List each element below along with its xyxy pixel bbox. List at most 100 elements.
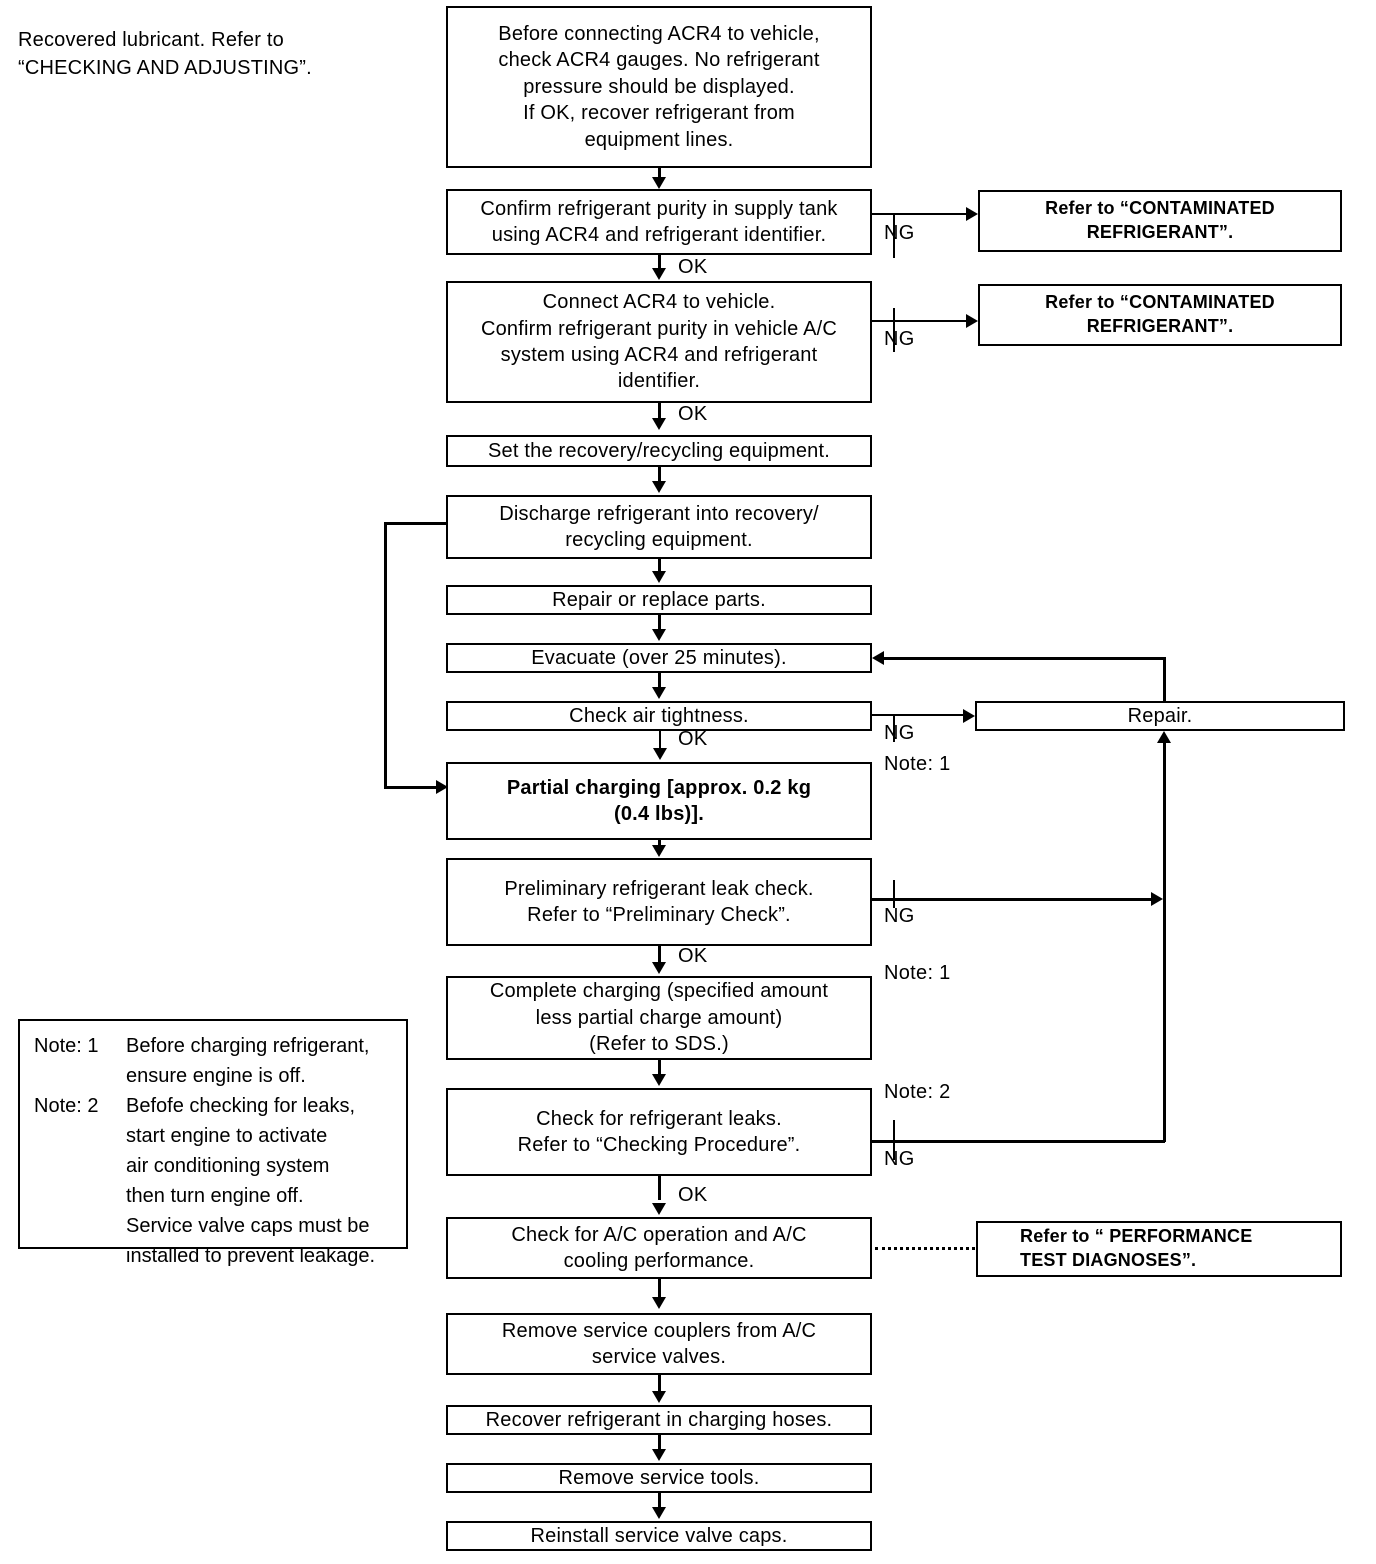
step-confirm-supply-tank-purity-label: Confirm refrigerant purity in supply tan… (480, 197, 838, 246)
flow-connector (658, 403, 661, 421)
flow-connector (658, 1060, 661, 1078)
flow-arrow-down (652, 962, 666, 974)
step-confirm-supply-tank-purity: Confirm refrigerant purity in supply tan… (446, 189, 872, 255)
flow-connector (658, 840, 661, 848)
step-check-ac-operation-label: Check for A/C operation and A/C cooling … (511, 1223, 807, 1272)
flow-connector (659, 731, 661, 751)
step-reinstall-valve-caps: Reinstall service valve caps. (446, 1521, 872, 1551)
flow-connector (658, 1375, 661, 1391)
flow-arrow-down (653, 748, 667, 760)
step-check-air-tightness-label: Check air tightness. (569, 704, 749, 727)
flow-arrow-down (652, 845, 666, 857)
flow-arrow-up (1157, 731, 1171, 743)
flow-arrow-down (652, 177, 666, 189)
edge-label-ok-3: OK (678, 728, 708, 750)
flow-arrow-right (963, 709, 975, 723)
flow-connector (658, 255, 661, 271)
recovered-lubricant-note: Recovered lubricant. Refer to “CHECKING … (18, 29, 312, 79)
flow-arrow-down (652, 481, 666, 493)
branch-connector (872, 1140, 1165, 1143)
step-check-air-tightness: Check air tightness. (446, 701, 872, 731)
side-box-contaminated-refrigerant-2-label: Refer to “CONTAMINATED REFRIGERANT”. (1045, 292, 1275, 336)
note-tag: Note: 1 (34, 1035, 99, 1057)
flow-arrow-down (652, 1297, 666, 1309)
flow-arrow-right (966, 207, 978, 221)
step-repair-or-replace-parts: Repair or replace parts. (446, 585, 872, 615)
step-check-refrigerant-leaks: Check for refrigerant leaks. Refer to “C… (446, 1088, 872, 1176)
note-row: Note: 2 Befofe checking for leaks, start… (34, 1091, 394, 1271)
edge-label-ng-1: NG (884, 222, 915, 244)
edge-label-ok-4: OK (678, 945, 708, 967)
step-check-gauges: Before connecting ACR4 to vehicle, check… (446, 6, 872, 168)
flow-arrow-down (652, 1074, 666, 1086)
branch-connector (893, 880, 895, 908)
side-box-performance-test-diagnoses-label: Refer to “ PERFORMANCE TEST DIAGNOSES”. (1020, 1226, 1253, 1270)
step-evacuate-label: Evacuate (over 25 minutes). (531, 646, 787, 669)
note-tag: Note: 2 (34, 1095, 99, 1117)
flow-arrow-right (966, 314, 978, 328)
step-recover-refrigerant-hoses: Recover refrigerant in charging hoses. (446, 1405, 872, 1435)
flow-arrow-left (872, 651, 884, 665)
step-remove-service-tools: Remove service tools. (446, 1463, 872, 1493)
edge-label-note-ref-1: Note: 1 (884, 753, 951, 775)
note-body: Before charging refrigerant, ensure engi… (126, 1035, 370, 1087)
flow-connector (658, 1435, 661, 1449)
flow-arrow-right (1151, 892, 1163, 906)
step-reinstall-valve-caps-label: Reinstall service valve caps. (530, 1524, 788, 1547)
flow-arrow-down (652, 418, 666, 430)
side-box-performance-test-diagnoses: Refer to “ PERFORMANCE TEST DIAGNOSES”. (976, 1221, 1342, 1277)
step-evacuate: Evacuate (over 25 minutes). (446, 643, 872, 673)
loop-connector (384, 786, 440, 789)
flow-connector (658, 615, 661, 631)
flow-arrow-down (652, 629, 666, 641)
step-preliminary-leak-check: Preliminary refrigerant leak check. Refe… (446, 858, 872, 946)
step-recover-refrigerant-hoses-label: Recover refrigerant in charging hoses. (485, 1408, 833, 1431)
dotted-connector-performance-test (875, 1247, 975, 1250)
flow-connector (658, 1176, 661, 1200)
note-row: Note: 1 Before charging refrigerant, ens… (34, 1031, 394, 1091)
return-connector (884, 657, 1165, 660)
branch-connector (893, 308, 895, 352)
branch-connector (872, 320, 968, 322)
step-preliminary-leak-check-label: Preliminary refrigerant leak check. Refe… (504, 877, 814, 926)
step-discharge-refrigerant-label: Discharge refrigerant into recovery/ rec… (499, 502, 819, 551)
step-complete-charging-label: Complete charging (specified amount less… (489, 980, 829, 1056)
edge-label-ng-3: NG (884, 722, 915, 744)
step-set-recovery-equipment-label: Set the recovery/recycling equipment. (487, 439, 830, 462)
edge-label-ok-1: OK (678, 256, 708, 278)
edge-label-ng-2: NG (884, 328, 915, 350)
step-partial-charging-label: Partial charging [approx. 0.2 kg (0.4 lb… (506, 776, 812, 825)
note-body: Befofe checking for leaks, start engine … (126, 1095, 376, 1267)
loop-connector (384, 522, 448, 525)
flow-connector (658, 467, 661, 483)
step-check-gauges-label: Before connecting ACR4 to vehicle, check… (498, 23, 820, 151)
flow-connector (658, 168, 661, 182)
step-complete-charging: Complete charging (specified amount less… (446, 976, 872, 1060)
edge-label-note-ref-3: Note: 2 (884, 1081, 951, 1103)
step-remove-service-couplers: Remove service couplers from A/C service… (446, 1313, 872, 1375)
step-check-refrigerant-leaks-label: Check for refrigerant leaks. Refer to “C… (517, 1107, 801, 1156)
side-box-contaminated-refrigerant-1-label: Refer to “CONTAMINATED REFRIGERANT”. (1045, 198, 1275, 242)
edge-label-ok-2: OK (678, 403, 708, 425)
branch-connector (893, 214, 895, 258)
edge-label-note-ref-2: Note: 1 (884, 962, 951, 984)
branch-connector (893, 714, 895, 742)
flow-arrow-down (652, 268, 666, 280)
loop-connector (384, 522, 387, 788)
flow-connector (658, 1493, 661, 1507)
repair-trunk-connector (1163, 742, 1166, 1142)
flow-connector (658, 946, 661, 966)
flow-arrow-down (652, 687, 666, 699)
step-connect-acr4: Connect ACR4 to vehicle. Confirm refrige… (446, 281, 872, 403)
edge-label-ok-5: OK (678, 1184, 708, 1206)
step-partial-charging: Partial charging [approx. 0.2 kg (0.4 lb… (446, 762, 872, 840)
edge-label-ng-4: NG (884, 905, 915, 927)
step-discharge-refrigerant: Discharge refrigerant into recovery/ rec… (446, 495, 872, 559)
notes-box: Note: 1 Before charging refrigerant, ens… (18, 1019, 408, 1267)
side-box-contaminated-refrigerant-2: Refer to “CONTAMINATED REFRIGERANT”. (978, 284, 1342, 346)
flow-arrow-down (652, 1507, 666, 1519)
edge-label-ng-5: NG (884, 1148, 915, 1170)
branch-connector (872, 714, 967, 716)
flow-arrow-down (652, 1391, 666, 1403)
